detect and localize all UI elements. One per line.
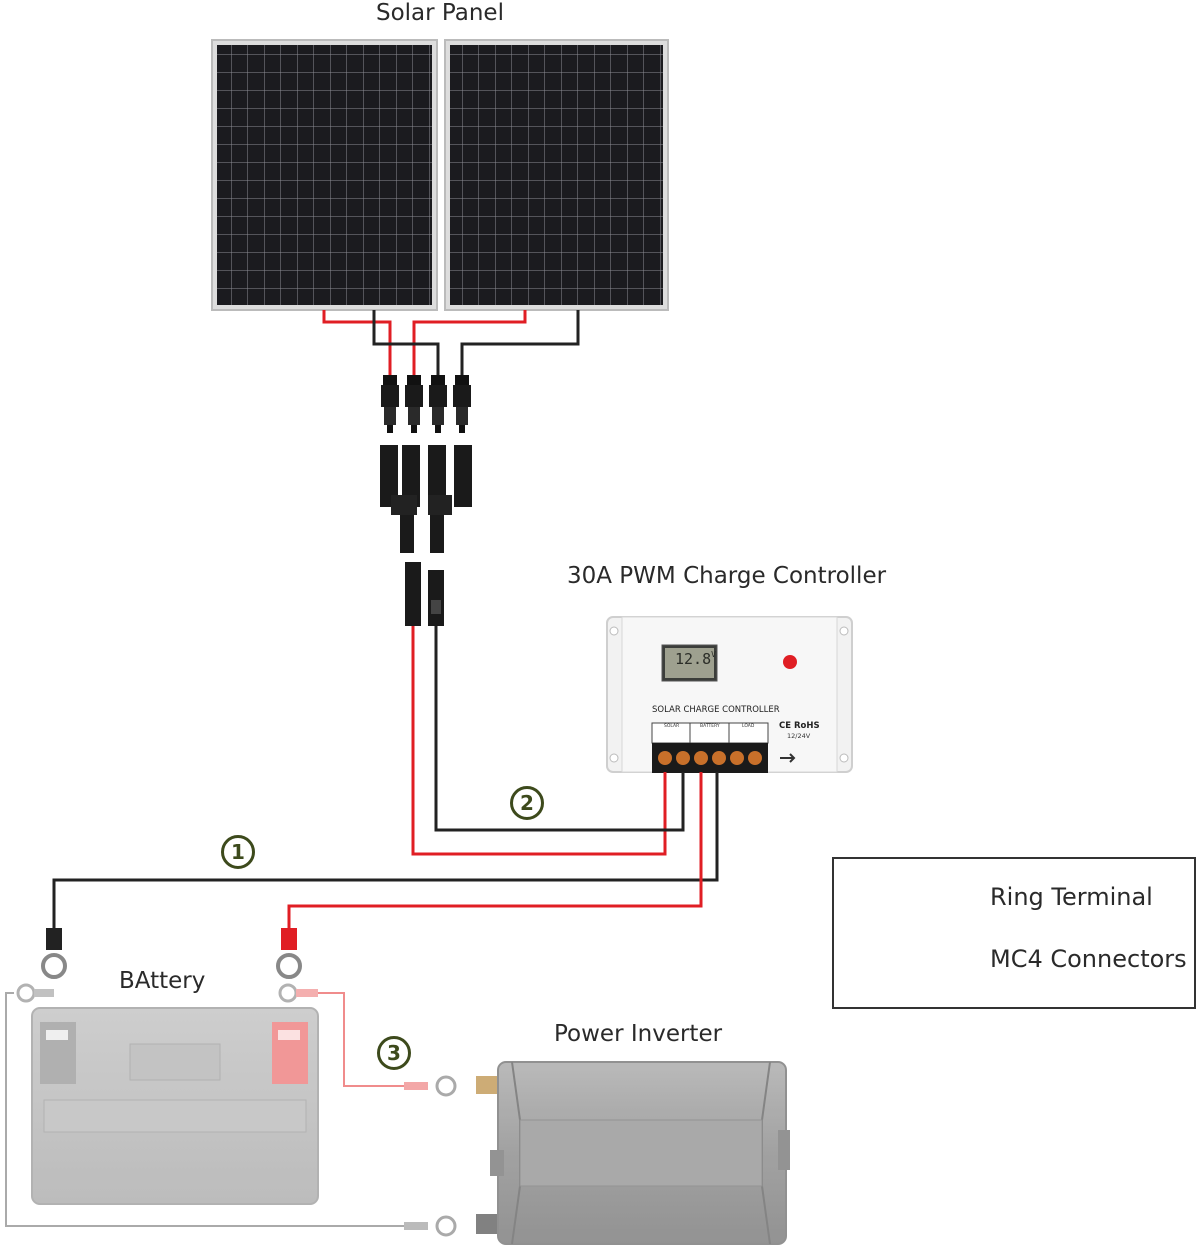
- power-inverter-label: Power Inverter: [554, 1021, 723, 1047]
- charge-controller: [606, 616, 853, 773]
- terminal-battery-label: BATTERY: [700, 724, 720, 729]
- lcd-reading: 12.8V: [675, 650, 716, 668]
- solar-panel-right: [444, 39, 669, 311]
- inverter-ring-terminals: [404, 1075, 457, 1237]
- step-3-marker: 3: [377, 1036, 411, 1070]
- charge-controller-label: 30A PWM Charge Controller: [567, 563, 887, 589]
- battery-label: BAttery: [119, 968, 206, 994]
- step-1-marker: 1: [221, 835, 255, 869]
- legend-mc4-connectors-label: MC4 Connectors: [990, 945, 1187, 973]
- legend: [832, 857, 1196, 1009]
- mc4-connector-row-1: [381, 375, 471, 433]
- solar-panel-label: Solar Panel: [376, 0, 504, 26]
- battery-ring-terminals: [41, 928, 302, 979]
- terminal-solar-label: SOLAR: [664, 724, 680, 729]
- wire-controller-to-battery: [52, 772, 719, 930]
- wire-battery-to-inverter: [5, 992, 410, 1227]
- terminal-load-label: LOAD: [742, 724, 755, 729]
- solar-panel-left: [211, 39, 438, 311]
- battery: [16, 983, 319, 1205]
- step-2-marker: 2: [510, 786, 544, 820]
- mc4-connector-row-2: [405, 562, 444, 626]
- usb-icon: [780, 753, 796, 763]
- wire-panel-to-controller: [411, 626, 685, 856]
- controller-name-label: SOLAR CHARGE CONTROLLER: [652, 705, 780, 715]
- legend-ring-terminal-label: Ring Terminal: [990, 883, 1153, 911]
- voltage-label: 12/24V: [787, 732, 811, 740]
- power-inverter: [476, 1061, 790, 1245]
- panel-wires: [322, 310, 580, 378]
- mc4-y-branch-connectors: [380, 445, 472, 553]
- certification-label: CE RoHS: [779, 721, 820, 731]
